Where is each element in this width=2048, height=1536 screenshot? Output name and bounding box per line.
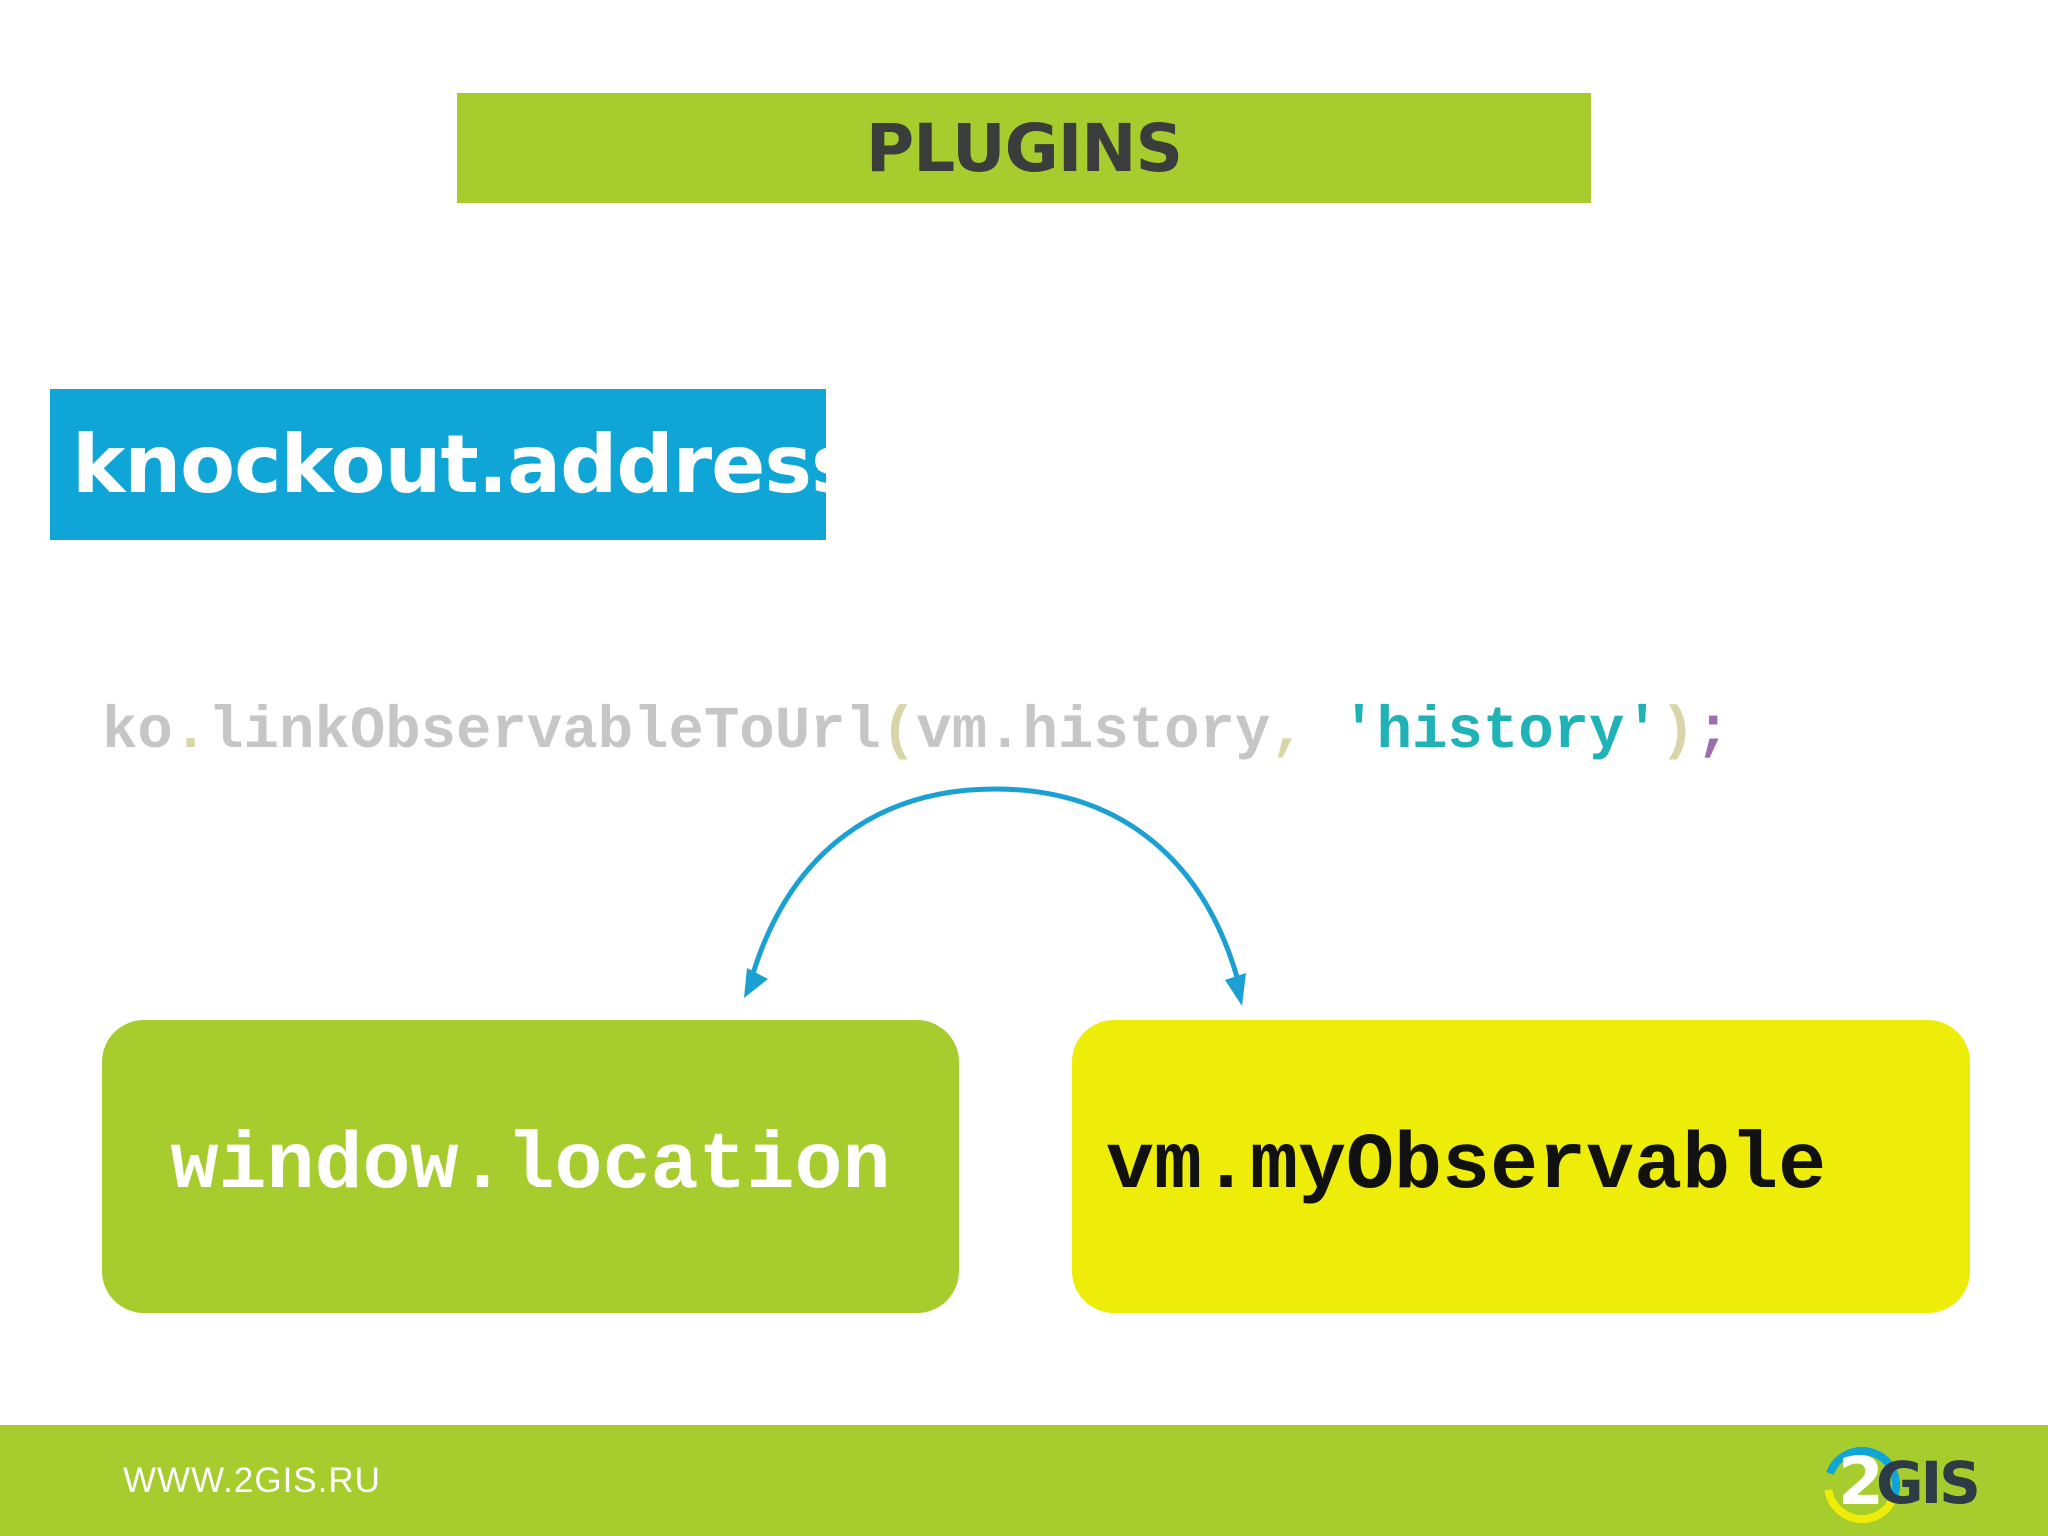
code-ident: ko bbox=[102, 698, 173, 765]
code-function: linkObservableToUrl bbox=[208, 698, 881, 765]
arrow-head-left-icon bbox=[744, 968, 768, 998]
arrow-arc bbox=[749, 786, 1240, 978]
code-line: ko.linkObservableToUrl(vm.history, 'hist… bbox=[102, 694, 1731, 770]
code-arg-string: 'history' bbox=[1341, 698, 1660, 765]
plugin-name: knockout.address bbox=[72, 418, 859, 511]
arrow-head-right-icon bbox=[1225, 973, 1246, 1006]
code-paren-open: ( bbox=[880, 698, 917, 765]
code-paren-close: ) bbox=[1659, 698, 1696, 765]
code-dot: . bbox=[172, 698, 209, 765]
vm-observable-label: vm.myObservable bbox=[1106, 1121, 1827, 1212]
code-space bbox=[1306, 698, 1341, 765]
footer-url[interactable]: WWW.2GIS.RU bbox=[123, 1461, 381, 1500]
code-arg-observable: vm.history bbox=[916, 698, 1271, 765]
plugin-name-box: knockout.address bbox=[50, 389, 859, 540]
logo-text: GIS bbox=[1876, 1449, 1981, 1517]
code-comma: , bbox=[1270, 698, 1306, 765]
window-location-box: window.location bbox=[102, 1020, 959, 1313]
window-location-label: window.location bbox=[170, 1121, 891, 1212]
vm-observable-box: vm.myObservable bbox=[1072, 1020, 1970, 1313]
slide-title: PLUGINS bbox=[865, 109, 1183, 187]
2gis-logo-icon bbox=[1824, 1447, 1900, 1523]
title-bar: PLUGINS bbox=[457, 93, 1591, 203]
2gis-logo: 2 GIS bbox=[1802, 1435, 2002, 1531]
code-semicolon: ; bbox=[1695, 698, 1731, 765]
logo-numeral: 2 bbox=[1838, 1443, 1884, 1520]
footer-bar: WWW.2GIS.RU 2 GIS bbox=[0, 1425, 2048, 1536]
